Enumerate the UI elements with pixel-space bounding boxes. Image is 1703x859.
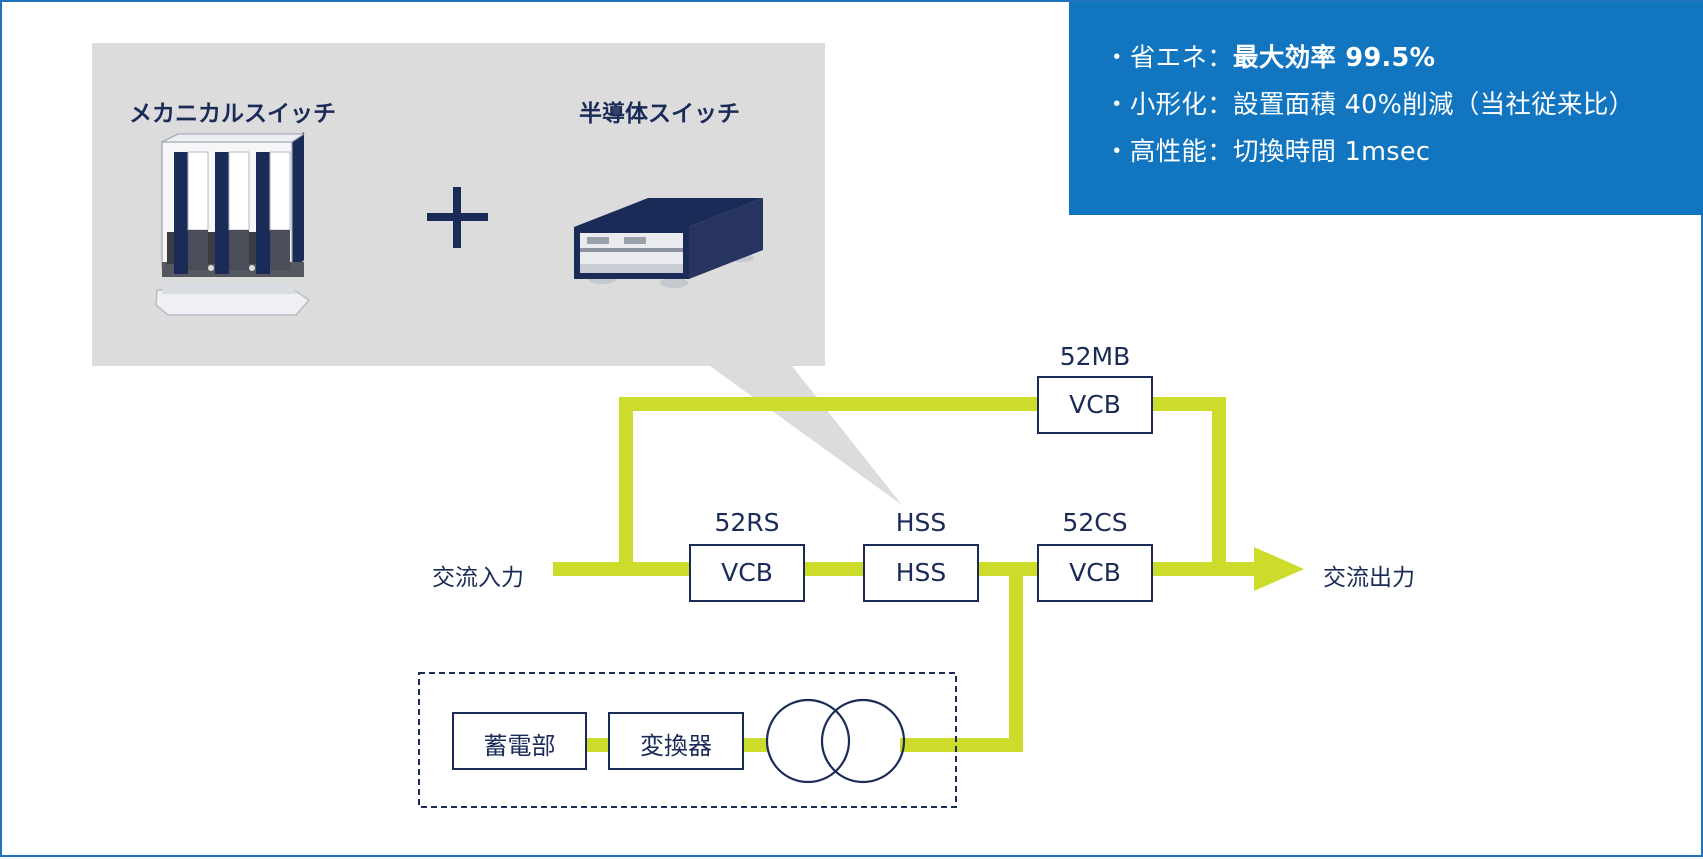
vcb-52rs-box [689, 544, 805, 602]
spec-panel: ・省エネ：最大効率 99.5% ・小形化：設置面積 40%削減（当社従来比） ・… [1069, 2, 1703, 215]
spec-row-efficiency: ・省エネ：最大効率 99.5% [1104, 35, 1703, 82]
spec-key: 高性能 [1129, 137, 1208, 167]
vcb-52cs-box [1037, 544, 1153, 602]
spec-bullet: ・ [1104, 43, 1130, 73]
vcb-52rs-label: VCB [721, 558, 773, 587]
vcb-52cs-label: VCB [1069, 558, 1121, 587]
line-bypass-top-right [1152, 397, 1226, 411]
spec-value: 設置面積 40%削減（当社従来比） [1233, 90, 1635, 120]
line-converter-transformer [743, 738, 768, 752]
spec-key: 省エネ [1129, 43, 1208, 73]
line-rs-hss [804, 562, 864, 576]
line-cs-output [1152, 562, 1262, 576]
spec-bullet: ・ [1104, 90, 1130, 120]
spec-value: 最大効率 99.5% [1233, 43, 1436, 73]
plus-icon [427, 187, 488, 248]
battery-box [452, 712, 587, 770]
vcb-52mb-box [1037, 376, 1153, 434]
hss-label: HSS [895, 558, 947, 587]
mechanical-switch-label: メカニカルスイッチ [129, 101, 336, 127]
spec-row-size: ・小形化：設置面積 40%削減（当社従来比） [1104, 82, 1703, 129]
line-branch-transformer [900, 738, 1023, 752]
converter-label: 変換器 [640, 732, 712, 760]
spec-bullet: ・ [1104, 137, 1130, 167]
hss-caption: HSS [895, 508, 947, 537]
vcb-52cs-caption: 52CS [1062, 508, 1128, 537]
line-bypass-right [1212, 397, 1226, 576]
storage-enclosure [418, 672, 957, 808]
hss-box [863, 544, 979, 602]
power-lines [553, 397, 1304, 752]
line-bypass-left [619, 397, 633, 576]
spec-row-performance: ・高性能：切換時間 1msec [1104, 129, 1703, 176]
line-bypass-top-left [619, 397, 1038, 411]
callout-pointer [710, 366, 902, 505]
spec-separator: ： [1207, 137, 1234, 167]
vcb-52mb-label: VCB [1069, 390, 1121, 419]
ac-input-label: 交流入力 [432, 565, 524, 591]
spec-key: 小形化 [1129, 90, 1208, 120]
output-arrow [1254, 547, 1304, 591]
spec-separator: ： [1207, 43, 1234, 73]
vcb-52mb-caption: 52MB [1059, 342, 1131, 371]
battery-label: 蓄電部 [483, 732, 556, 760]
line-battery-converter [585, 738, 610, 752]
converter-box [608, 712, 744, 770]
ac-output-label: 交流出力 [1323, 565, 1415, 591]
mechanical-switch-icon [155, 132, 311, 316]
transformer-icon [765, 698, 906, 784]
semiconductor-switch-icon [574, 198, 763, 288]
vcb-52rs-caption: 52RS [714, 508, 780, 537]
semiconductor-switch-label: 半導体スイッチ [579, 101, 740, 127]
line-branch-down [1009, 562, 1023, 752]
spec-value: 切換時間 1msec [1233, 137, 1431, 167]
spec-separator: ： [1207, 90, 1234, 120]
